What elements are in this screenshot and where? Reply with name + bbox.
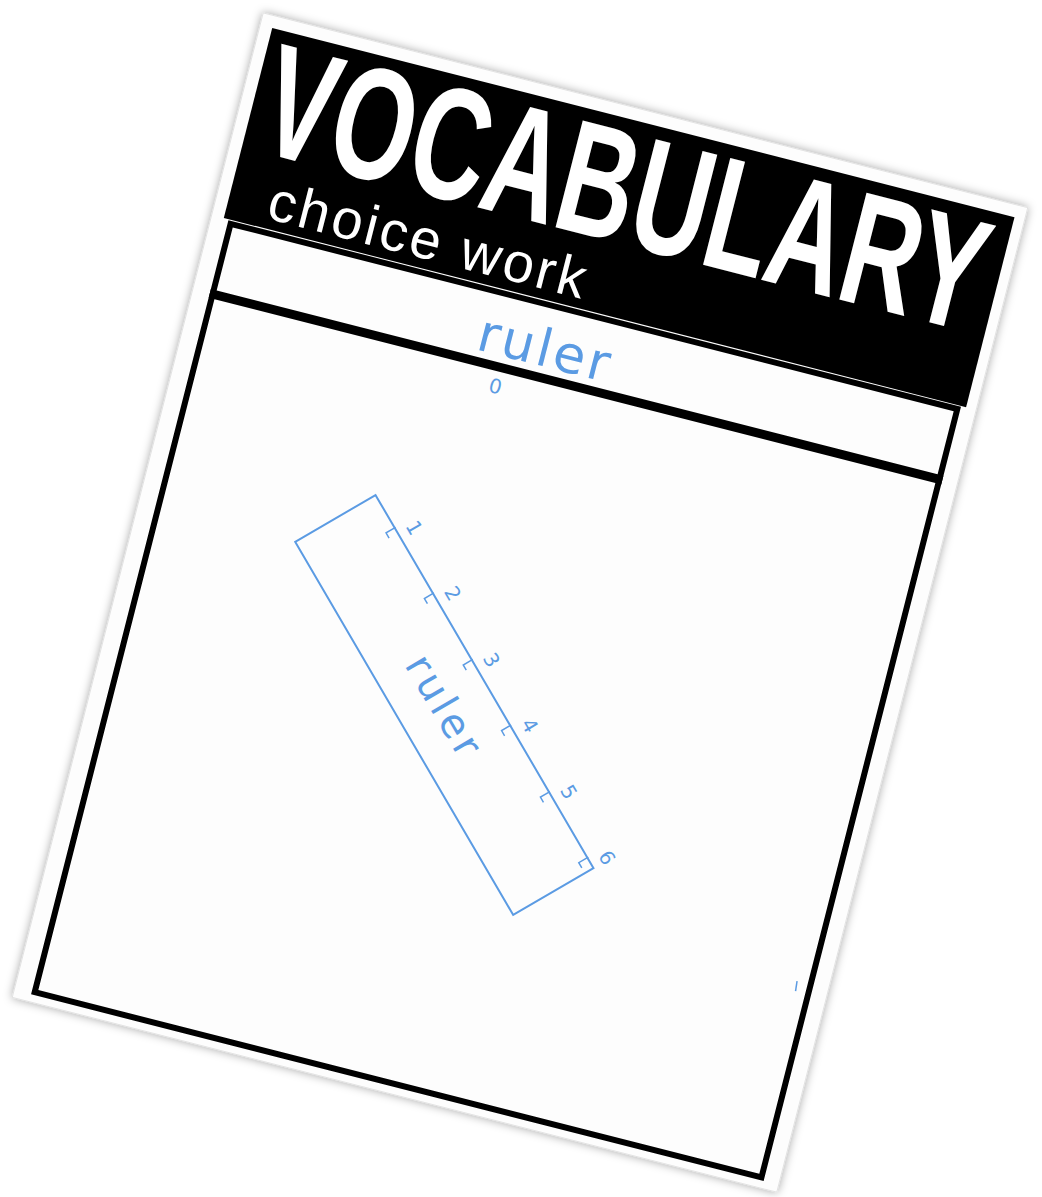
- label-anchor: 1: [402, 517, 427, 539]
- tick-number: 4: [517, 714, 542, 736]
- drawing-frame: [35, 293, 940, 1178]
- tick-number: 0: [487, 374, 505, 398]
- tick-mark: [463, 659, 476, 670]
- tick-mark: [424, 593, 437, 604]
- tick-mark: [502, 725, 515, 736]
- tick-mark: [579, 857, 592, 868]
- label-anchor: 4: [517, 714, 542, 736]
- ruler-shape: ruler123456: [294, 494, 595, 917]
- tick-mark: [540, 792, 553, 803]
- tick-number: 6: [594, 847, 619, 869]
- tick-number: 5: [556, 781, 581, 803]
- tick-mark: [386, 527, 399, 538]
- label-anchor: 3: [479, 649, 504, 671]
- worksheet-page: VOCABULARY rulerruler123456 choice work0: [12, 12, 1029, 1193]
- tick-number: 2: [440, 582, 465, 604]
- stray-mark: [795, 981, 798, 991]
- tick-number: 1: [402, 517, 427, 539]
- label-anchor: 2: [440, 582, 465, 604]
- label-anchor: 6: [594, 847, 619, 869]
- label-anchor: 0: [487, 374, 505, 398]
- handwritten-word: ruler: [397, 647, 492, 768]
- tick-number: 3: [479, 649, 504, 671]
- label-anchor: 5: [556, 781, 581, 803]
